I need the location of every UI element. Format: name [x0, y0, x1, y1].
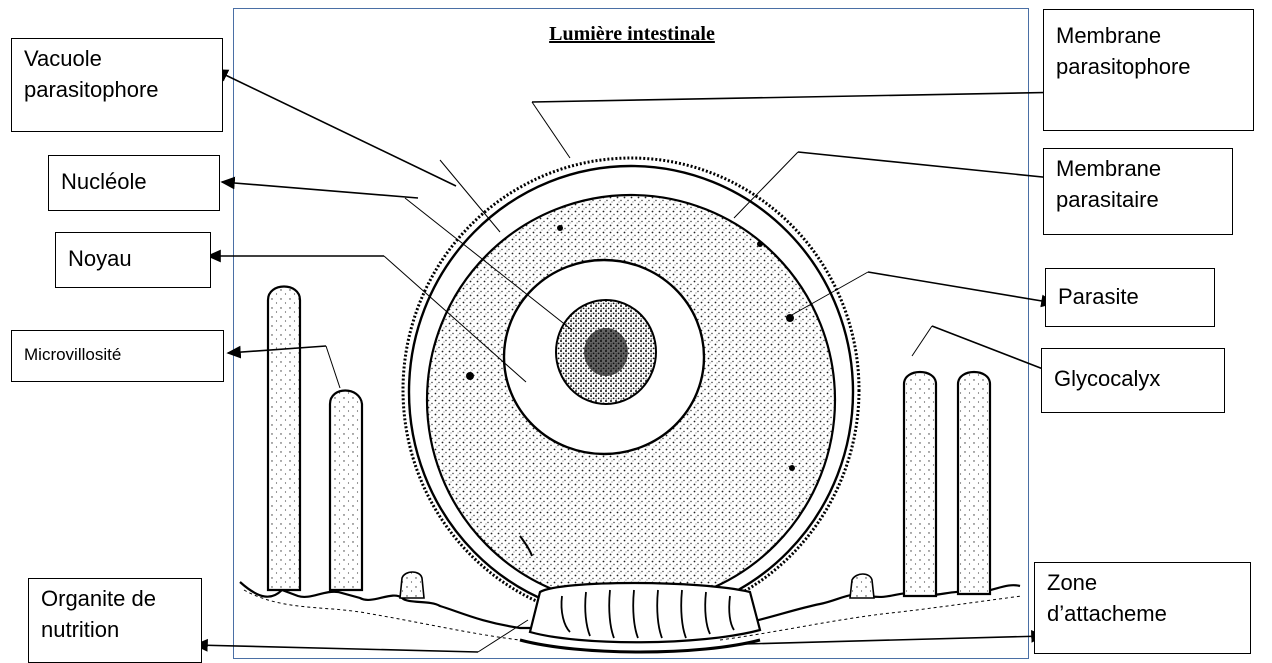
label-membrane-parasitophore: Membrane parasitophore [1043, 9, 1254, 131]
label-membrane-parasitaire: Membrane parasitaire [1043, 148, 1233, 235]
leader-organite [195, 645, 478, 652]
leader-zone [744, 636, 1044, 644]
leader-membrane-parasitophore [532, 92, 1072, 102]
microvillus [904, 372, 936, 596]
leader-nucleole [222, 182, 418, 198]
label-noyau: Noyau [55, 232, 211, 288]
feeder-organelle [530, 583, 760, 642]
microvillus [268, 287, 300, 591]
microvillus-small [850, 574, 874, 598]
label-glycocalyx: Glycocalyx [1041, 348, 1225, 413]
microvillus [330, 391, 362, 591]
leader-parasite [868, 272, 1054, 303]
leader-membrane-parasitaire [798, 152, 1072, 180]
label-zone-attachement: Zone d’attacheme [1034, 562, 1251, 654]
leader-vacuole [215, 70, 456, 186]
label-vacuole-parasitophore: Vacuole parasitophore [11, 38, 223, 132]
label-organite-nutrition: Organite de nutrition [28, 578, 202, 663]
label-microvillosite: Microvillosité [11, 330, 224, 382]
label-parasite: Parasite [1045, 268, 1215, 327]
microvillus [958, 372, 990, 594]
leader-glycocalyx [932, 326, 1056, 374]
label-nucleole: Nucléole [48, 155, 220, 211]
microvillus-small [400, 572, 424, 598]
